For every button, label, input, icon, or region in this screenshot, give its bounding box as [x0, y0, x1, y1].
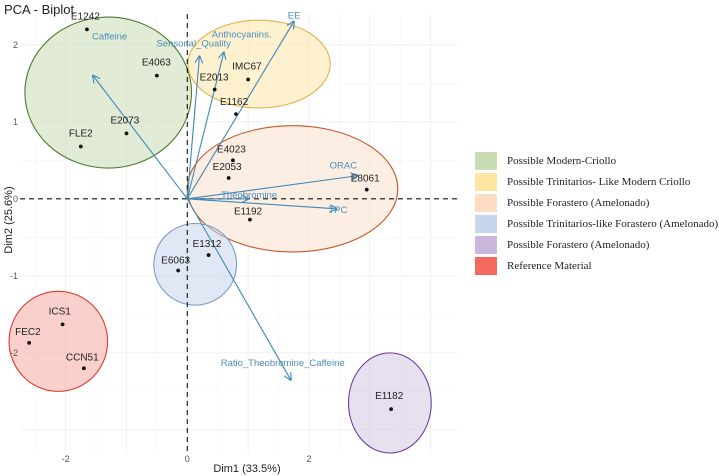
sample-point: [389, 407, 393, 411]
sample-point: [78, 144, 83, 149]
legend-item: Possible Forastero (Amelonado): [475, 234, 718, 255]
legend-swatch: [475, 235, 497, 254]
legend-swatch: [475, 193, 497, 212]
legend-item: Possible Forastero (Amelonado): [475, 192, 718, 213]
sample-label: E1182: [375, 391, 404, 402]
sample-label: E1162: [220, 97, 249, 108]
sample-point: [246, 77, 251, 82]
sample-label: E8061: [351, 174, 380, 185]
sample-points: E1242E4063E2073FLE2IMC67E2013E1162E4023E…: [15, 11, 404, 411]
sample-point: [212, 87, 217, 92]
y-tick-label: 0: [13, 194, 18, 204]
legend-swatch: [475, 214, 497, 233]
y-tick-label: 2: [13, 40, 18, 50]
y-tick-label: 1: [13, 117, 18, 127]
sample-label: E1192: [234, 207, 263, 218]
vector-arrow: [186, 56, 199, 199]
legend-swatch: [475, 172, 497, 191]
sample-point: [27, 340, 32, 345]
vector-label: Ratio_Theobromine_Caffeine: [221, 358, 345, 369]
vector-label: Caffeine: [92, 32, 127, 43]
vector-arrow: [186, 53, 224, 199]
vector-arrow: [187, 176, 357, 200]
vector-arrow: [186, 22, 293, 200]
sample-point: [206, 253, 211, 257]
sample-label: E2013: [200, 72, 229, 83]
vector-arrow: [186, 198, 290, 380]
vector-arrow: [93, 76, 188, 200]
sample-label: E2073: [110, 115, 139, 126]
sample-label: ICS1: [49, 306, 72, 317]
legend-label: Possible Forastero (Amelonado): [507, 196, 650, 209]
sample-point: [176, 268, 181, 273]
legend-label: Possible Trinitarios- Like Modern Crioll…: [507, 175, 691, 188]
x-axis-label: Dim1 (33.5%): [213, 463, 280, 475]
vector-label: EE: [288, 11, 301, 22]
y-axis-label: Dim2 (25.6%): [3, 186, 15, 253]
legend-item: Possible Trinitarios- Like Modern Crioll…: [475, 171, 718, 192]
sample-point: [226, 176, 231, 180]
group-ellipse: [153, 222, 238, 306]
group-ellipse: [187, 19, 331, 109]
sample-label: FEC2: [15, 327, 41, 338]
sample-label: E2053: [213, 162, 242, 173]
sample-label: E6063: [161, 255, 190, 266]
x-tick-label: 0: [185, 454, 190, 464]
vector-label: ORAC: [330, 161, 358, 172]
sample-point: [154, 73, 159, 78]
y-tick-label: -2: [10, 348, 18, 358]
sample-label: E4063: [142, 58, 171, 69]
y-tick-label: -1: [10, 271, 18, 281]
sample-point: [81, 366, 86, 371]
legend-item: Possible Modern-Criollo: [475, 150, 718, 171]
group-ellipse: [8, 290, 109, 392]
sample-label: FLE2: [69, 128, 93, 139]
legend-label: Reference Material: [507, 259, 592, 272]
sample-label: E1242: [71, 11, 100, 22]
x-tick-label: 2: [306, 454, 311, 464]
vector-label: Sensorial_Quality: [156, 38, 231, 49]
legend-label: Possible Forastero (Amelonado): [507, 238, 650, 251]
legend-item: Possible Trinitarios-like Forastero (Ame…: [475, 213, 718, 234]
sample-label: E4023: [217, 144, 246, 155]
sample-point: [234, 112, 238, 117]
sample-point: [364, 187, 369, 192]
x-tick-label: -2: [62, 454, 70, 464]
group-ellipses: [8, 16, 432, 454]
legend-label: Possible Trinitarios-like Forastero (Ame…: [507, 217, 719, 230]
sample-label: IMC67: [232, 61, 262, 72]
legend-swatch: [475, 151, 497, 170]
legend-item: Reference Material: [475, 255, 718, 276]
sample-label: E1312: [193, 239, 222, 250]
sample-point: [248, 217, 252, 222]
chart-title: PCA - Biplot: [4, 2, 75, 17]
sample-point: [85, 27, 89, 32]
vector-label: TPC: [328, 205, 347, 216]
group-ellipse: [24, 16, 193, 169]
sample-point: [124, 131, 129, 136]
group-ellipse: [347, 352, 432, 454]
vector-label: Anthocyanins.: [212, 30, 272, 41]
sample-label: CCN51: [66, 352, 99, 363]
sample-point: [60, 322, 65, 327]
vector-arrow: [187, 198, 336, 209]
legend-swatch: [475, 256, 497, 275]
sample-point: [231, 158, 235, 163]
legend-label: Possible Modern-Criollo: [507, 154, 617, 167]
vector-label: Theobromine: [221, 190, 277, 201]
